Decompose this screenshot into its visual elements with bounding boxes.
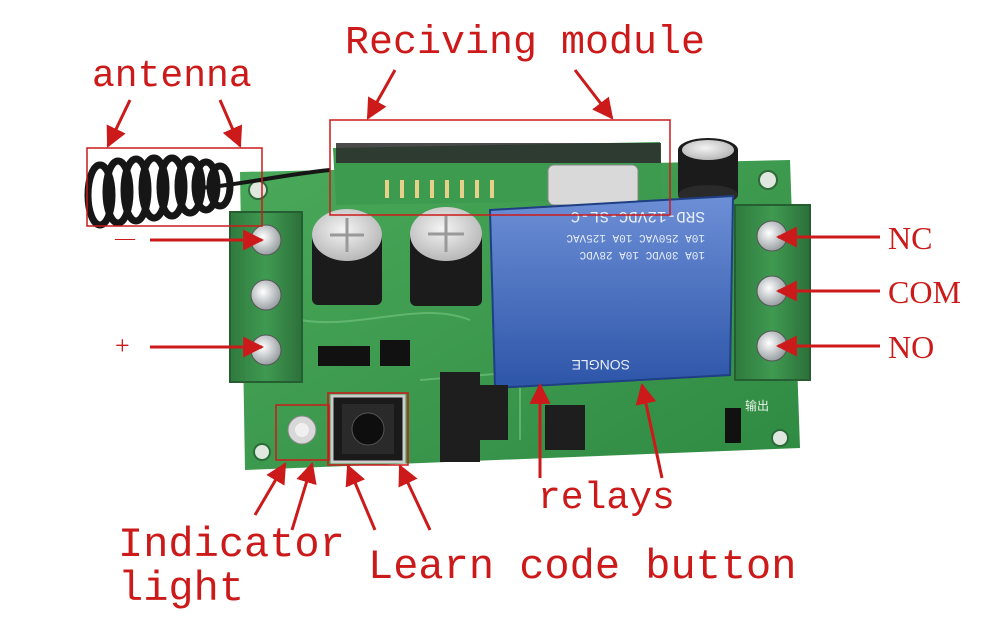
antenna-highlight-box — [86, 147, 263, 227]
relay-rating-text-1: 10A 250VAC 10A 125VAC — [566, 231, 705, 243]
antenna-label: antenna — [92, 55, 252, 98]
receiving-module-label: Reciving module — [345, 21, 706, 66]
screw-terminal-icon — [229, 211, 303, 383]
receiving-module — [333, 142, 662, 206]
button-arrow-right — [398, 464, 432, 531]
module-highlight-box — [329, 119, 671, 216]
indicator-light-label-line1: Indicator — [118, 521, 345, 569]
relay-brand-text: SONGLE — [572, 357, 630, 373]
push-button-icon — [330, 394, 406, 464]
relays-label: relays — [538, 477, 675, 520]
no-label: NO — [888, 329, 935, 365]
transistor — [725, 408, 741, 443]
capacitor-icon — [410, 207, 482, 306]
button-highlight-box — [327, 392, 409, 466]
indicator-arrow-right — [290, 461, 317, 531]
antenna-coil-icon — [84, 154, 331, 229]
antenna-arrow-left — [106, 99, 132, 148]
led-icon — [287, 415, 317, 445]
learn-code-button-label: Learn code button — [368, 543, 797, 591]
nc-label: NC — [888, 220, 933, 256]
module-arrow-left — [366, 69, 397, 120]
board-output-marking: 输出 — [745, 398, 769, 413]
capacitor-icon — [312, 209, 382, 305]
module-arrow-right — [573, 69, 614, 120]
led-highlight-box — [275, 404, 330, 461]
relay-icon: SRD-12VDC-SL-C 10A 250VAC 10A 125VAC 10A… — [488, 194, 735, 390]
plus-label: + — [115, 331, 130, 360]
relay-model-text: SRD-12VDC-SL-C — [571, 207, 705, 225]
indicator-light-label-line2: light — [118, 565, 245, 613]
com-label: COM — [888, 274, 961, 310]
screw-terminal-icon — [734, 204, 811, 381]
minus-label: — — [115, 227, 135, 249]
relays-arrow-right — [635, 382, 664, 479]
ic-chip — [440, 372, 585, 462]
capacitor-icon — [678, 138, 738, 205]
antenna-arrow-right — [218, 99, 243, 148]
button-arrow-left — [345, 464, 377, 531]
indicator-arrow-left — [253, 462, 287, 516]
jumper — [318, 340, 410, 366]
relay-rating-text-2: 10A 30VDC 10A 28VDC — [579, 248, 705, 260]
